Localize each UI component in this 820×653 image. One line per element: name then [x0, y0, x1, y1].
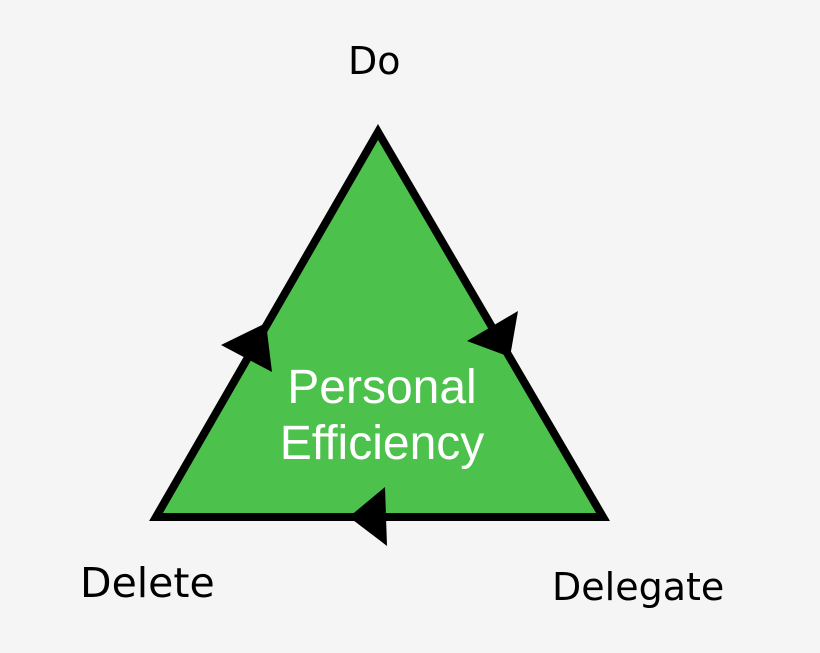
vertex-label-do: Do: [348, 39, 401, 83]
arrow-bottom-edge-icon: [349, 487, 387, 546]
vertex-label-delete: Delete: [80, 559, 215, 607]
arrow-left-edge-icon: [221, 323, 272, 372]
center-title-line1: Personal: [287, 361, 477, 414]
center-title: Personal Efficiency: [262, 360, 502, 472]
arrow-right-edge-icon: [467, 311, 518, 357]
vertex-label-delegate: Delegate: [552, 565, 725, 609]
center-title-line2: Efficiency: [279, 417, 485, 470]
